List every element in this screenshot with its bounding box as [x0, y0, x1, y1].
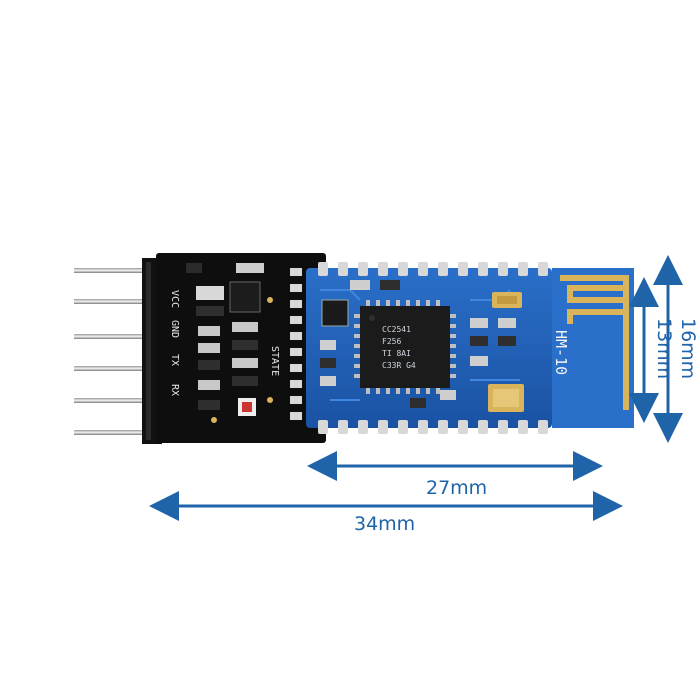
dimension-label-34mm: 34mm [354, 513, 415, 535]
dimension-13mm: 13mm [629, 277, 675, 423]
chip-line-4: C33R G4 [382, 361, 416, 370]
pin-label-rx: RX [169, 384, 180, 396]
chip-line-3: TI 8AI [382, 349, 411, 358]
pin-label-gnd: GND [169, 320, 180, 338]
chip-line-2: F256 [382, 337, 401, 346]
dimension-27mm: 27mm [307, 451, 603, 499]
pin-label-vcc: VCC [169, 290, 180, 308]
chip-line-1: CC2541 [382, 325, 411, 334]
dimension-label-16mm: 16mm [677, 318, 699, 379]
dimension-16mm: 16mm [653, 255, 699, 443]
cc2541-chip: CC2541 F256 TI 8AI C33R G4 [354, 300, 456, 394]
hm10-module: CC2541 F256 TI 8AI C33R G4 HM-10 [306, 262, 634, 434]
header-pins [74, 258, 162, 444]
model-label: HM-10 [552, 330, 570, 375]
pin-label-tx: TX [169, 354, 180, 366]
dimension-34mm: 34mm [149, 491, 623, 535]
carrier-board: VCC GND TX RX STATE [156, 253, 326, 443]
dimension-label-27mm: 27mm [426, 477, 487, 499]
dimension-label-13mm: 13mm [653, 318, 675, 379]
state-label: STATE [269, 346, 280, 376]
pcb-antenna [552, 268, 634, 428]
